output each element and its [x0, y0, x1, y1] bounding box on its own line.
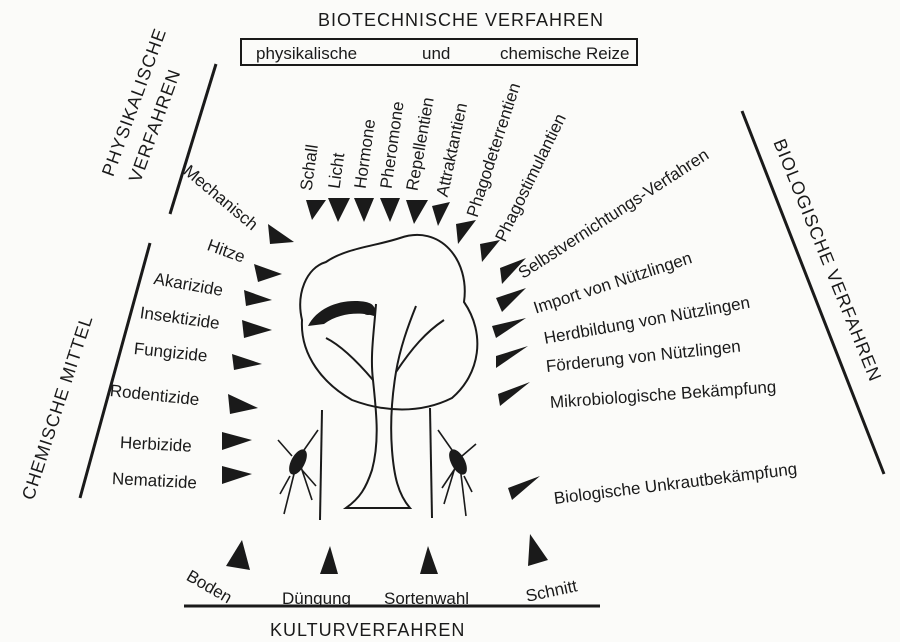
label-sortenwahl: Sortenwahl [384, 590, 469, 607]
stimuli-box-right: chemische Reize [500, 44, 629, 64]
stake-left [320, 410, 322, 520]
arrow-phagostimulantien [480, 240, 500, 262]
arrow-attraktantien [432, 202, 450, 226]
label-herbizide: Herbizide [120, 434, 193, 455]
arrow-rodentizide [228, 394, 258, 414]
arrow-hormone [354, 198, 374, 222]
arrow-herbizide [222, 432, 252, 450]
stimuli-box: physikalische und chemische Reize [240, 38, 638, 66]
insect-left-icon [278, 430, 318, 514]
arrow-licht [328, 198, 350, 222]
arrow-foerderung [496, 346, 528, 368]
tree-crown [300, 235, 477, 410]
arrow-pheromone [380, 198, 400, 222]
header-biotechnical: BIOTECHNISCHE VERFAHREN [318, 10, 604, 31]
chemical-divider-line [80, 243, 150, 498]
arrow-import [496, 288, 526, 312]
stimuli-box-left: physikalische [256, 44, 357, 64]
tree-illustration [300, 235, 477, 520]
arrow-boden [226, 540, 250, 570]
arrow-unkraut [508, 476, 540, 500]
arrow-repellentien [406, 200, 428, 224]
caterpillar-icon [308, 301, 376, 326]
tree-branch-left [326, 338, 373, 380]
insect-right-icon [438, 430, 476, 516]
arrow-mechanisch [268, 224, 294, 244]
label-duengung: Düngung [282, 590, 351, 607]
arrow-akarizide [244, 290, 272, 306]
arrowheads [222, 198, 548, 574]
arrow-herdbildung [492, 318, 526, 338]
header-cultural: KULTURVERFAHREN [270, 620, 465, 641]
arrow-mikrobiologisch [498, 382, 530, 406]
label-licht: Licht [326, 152, 348, 190]
label-nematizide: Nematizide [112, 470, 198, 491]
arrow-duengung [320, 546, 338, 574]
arrow-insektizide [242, 320, 272, 338]
biological-divider-line [742, 111, 884, 474]
arrow-fungizide [232, 354, 262, 370]
arrow-hitze [254, 264, 282, 282]
arrow-nematizide [222, 466, 252, 484]
arrow-phagodeterrentien [456, 220, 476, 244]
tree-trunk [346, 304, 416, 508]
arrow-schall [306, 200, 326, 220]
tree-branch-right [396, 320, 444, 372]
arrow-sortenwahl [420, 546, 438, 574]
arrow-schnitt [528, 534, 548, 566]
stake-right [430, 408, 432, 518]
stimuli-box-mid: und [422, 44, 450, 64]
